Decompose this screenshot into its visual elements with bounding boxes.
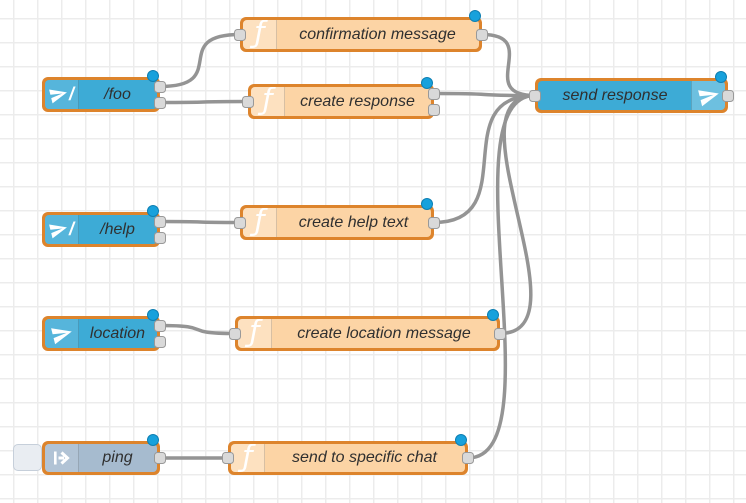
node-label: send response xyxy=(562,86,668,104)
output-port[interactable] xyxy=(428,87,440,100)
function-icon: ƒ xyxy=(249,319,260,348)
node-send-response[interactable]: send response xyxy=(529,71,734,113)
wire[interactable] xyxy=(432,93,537,225)
paper-plane-icon xyxy=(697,85,720,107)
node-body: ƒ confirmation message xyxy=(243,20,479,49)
input-port[interactable] xyxy=(222,452,234,464)
node-icon-area: / xyxy=(45,80,79,109)
node-body: location xyxy=(45,319,157,348)
node-fn-create-help[interactable]: ƒ create help text xyxy=(234,198,440,240)
wire[interactable] xyxy=(466,93,537,460)
function-icon: ƒ xyxy=(262,87,273,116)
node-icon-area: ƒ xyxy=(231,444,265,472)
node-cmd-foo[interactable]: / /foo xyxy=(42,70,166,112)
output-port[interactable] xyxy=(476,28,488,41)
node-label: location xyxy=(89,324,146,342)
node-body: ping xyxy=(45,444,157,472)
changed-indicator xyxy=(455,434,467,446)
node-fn-send-chat[interactable]: ƒ send to specific chat xyxy=(222,434,474,475)
node-icon-area xyxy=(45,444,79,472)
node-inject-ping[interactable]: ping xyxy=(13,434,166,475)
output-port[interactable] xyxy=(154,231,166,244)
node-fn-create-location[interactable]: ƒ create location message xyxy=(229,309,506,351)
paper-plane-icon xyxy=(50,323,73,345)
output-port[interactable] xyxy=(722,89,734,102)
changed-indicator xyxy=(421,198,433,210)
node-label: send to specific chat xyxy=(292,449,437,466)
node-icon-area: ƒ xyxy=(243,208,277,237)
wire[interactable] xyxy=(158,99,250,105)
output-port[interactable] xyxy=(154,80,166,93)
node-body: ƒ send to specific chat xyxy=(231,444,465,472)
node-icon-area xyxy=(45,319,79,348)
node-icon-area: ƒ xyxy=(238,319,272,348)
output-port[interactable] xyxy=(154,319,166,332)
output-port[interactable] xyxy=(428,216,440,229)
node-label: /help xyxy=(100,220,135,238)
node-label: create help text xyxy=(298,213,409,231)
output-port[interactable] xyxy=(154,96,166,109)
input-port[interactable] xyxy=(529,89,541,102)
changed-indicator xyxy=(421,77,433,89)
node-body: / /help xyxy=(45,215,157,244)
node-body: / /foo xyxy=(45,80,157,109)
changed-indicator xyxy=(147,434,159,446)
node-fn-create-response[interactable]: ƒ create response xyxy=(242,77,440,119)
node-body: ƒ create location message xyxy=(238,319,497,348)
output-port[interactable] xyxy=(154,215,166,228)
changed-indicator xyxy=(147,309,159,321)
output-port[interactable] xyxy=(154,452,166,464)
paper-plane-slash-icon: / xyxy=(49,84,74,105)
wire[interactable] xyxy=(158,323,237,336)
function-icon: ƒ xyxy=(242,444,253,472)
node-icon-area: ƒ xyxy=(243,20,277,49)
input-port[interactable] xyxy=(234,28,246,41)
node-icon-area xyxy=(691,81,725,110)
input-port[interactable] xyxy=(229,327,241,340)
output-port[interactable] xyxy=(462,452,474,464)
input-port[interactable] xyxy=(242,95,254,108)
function-icon: ƒ xyxy=(254,208,265,237)
changed-indicator xyxy=(487,309,499,321)
node-fn-confirmation[interactable]: ƒ confirmation message xyxy=(234,10,488,52)
node-body: ƒ create response xyxy=(251,87,431,116)
node-label: create response xyxy=(300,92,415,110)
node-label: /foo xyxy=(104,85,131,103)
output-port[interactable] xyxy=(428,103,440,116)
wire[interactable] xyxy=(498,93,537,336)
node-ev-location[interactable]: location xyxy=(42,309,166,351)
wire[interactable] xyxy=(432,91,537,98)
inject-button[interactable] xyxy=(13,444,42,471)
node-cmd-help[interactable]: / /help xyxy=(42,205,166,247)
changed-indicator xyxy=(469,10,481,22)
wire[interactable] xyxy=(480,32,537,98)
node-body: send response xyxy=(538,81,725,110)
node-label: confirmation message xyxy=(299,25,456,43)
changed-indicator xyxy=(715,71,727,83)
output-port[interactable] xyxy=(494,327,506,340)
changed-indicator xyxy=(147,70,159,82)
input-port[interactable] xyxy=(234,216,246,229)
inject-arrow-icon xyxy=(52,448,72,468)
node-label: ping xyxy=(102,449,133,466)
node-icon-area: / xyxy=(45,215,79,244)
node-body: ƒ create help text xyxy=(243,208,431,237)
node-label: create location message xyxy=(297,324,471,342)
paper-plane-slash-icon: / xyxy=(49,219,74,240)
node-icon-area: ƒ xyxy=(251,87,285,116)
output-port[interactable] xyxy=(154,335,166,348)
changed-indicator xyxy=(147,205,159,217)
function-icon: ƒ xyxy=(254,20,265,49)
wire[interactable] xyxy=(158,32,242,89)
wire[interactable] xyxy=(158,219,242,225)
